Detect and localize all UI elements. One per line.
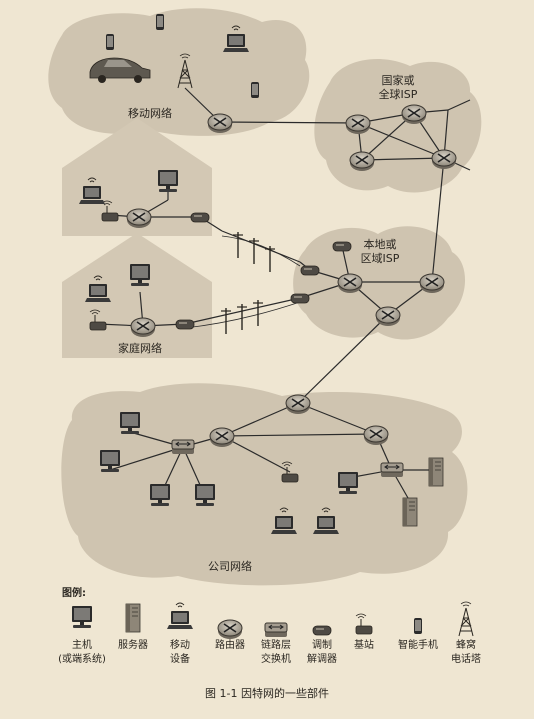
legend-mobile-label-line2: 设备 xyxy=(170,652,190,665)
modem-icon xyxy=(290,293,310,304)
legend-title: 图例: xyxy=(62,586,86,599)
legend-base-station-icon xyxy=(355,613,373,635)
utility-pole-icon xyxy=(264,245,276,273)
local-isp-label-line1: 本地或 xyxy=(364,237,397,251)
legend: 图例: 主机 (或端系统) 服务器 移动 设备 路由器 链路层 交换机 调制 解… xyxy=(58,586,481,665)
legend-mobile-label-line1: 移动 xyxy=(170,638,190,651)
home-house-upper xyxy=(62,118,212,236)
legend-server-label: 服务器 xyxy=(118,638,148,651)
national-isp-label-line2: 全球ISP xyxy=(379,87,418,101)
modem-icon xyxy=(190,212,210,223)
router-icon xyxy=(349,151,375,172)
figure-caption: 图 1-1 因特网的一些部件 xyxy=(205,686,329,700)
legend-modem-label-line2: 解调器 xyxy=(307,652,337,665)
legend-modem-icon xyxy=(312,625,332,636)
enterprise-network-label: 公司网络 xyxy=(208,559,252,573)
router-icon xyxy=(363,425,389,446)
legend-host-label-line1: 主机 xyxy=(72,638,92,651)
smartphone-icon xyxy=(156,14,164,30)
link-layer-switch-icon xyxy=(171,439,195,455)
legend-switch-icon xyxy=(264,622,288,638)
home-house-lower xyxy=(62,233,212,358)
router-icon xyxy=(401,104,427,125)
server-icon xyxy=(402,497,418,527)
national-isp-label-line1: 国家或 xyxy=(382,73,415,87)
router-icon xyxy=(207,113,233,134)
legend-router-label: 路由器 xyxy=(215,638,245,651)
legend-host-label-line2: (或端系统) xyxy=(58,652,106,665)
router-icon xyxy=(126,208,152,229)
router-icon xyxy=(337,273,363,294)
smartphone-icon xyxy=(106,34,114,50)
legend-router-icon xyxy=(217,619,243,640)
car-icon xyxy=(89,57,151,83)
router-icon xyxy=(431,149,457,170)
server-icon xyxy=(428,457,444,487)
router-icon xyxy=(130,317,156,338)
legend-switch-label-line1: 链路层 xyxy=(261,638,291,651)
legend-modem-label-line1: 调制 xyxy=(312,638,332,651)
legend-host-icon xyxy=(72,606,92,628)
smartphone-icon xyxy=(251,82,259,98)
local-isp-label-line2: 区域ISP xyxy=(361,252,400,265)
legend-cell-tower-icon xyxy=(458,601,474,637)
home-network-label: 家庭网络 xyxy=(118,341,162,355)
utility-pole-icon xyxy=(252,299,264,327)
modem-icon xyxy=(300,265,320,276)
modem-icon xyxy=(175,319,195,330)
modem-icon xyxy=(332,241,352,252)
router-icon xyxy=(419,273,445,294)
router-icon xyxy=(345,114,371,135)
legend-mobile-device-icon xyxy=(167,603,193,629)
legend-base-station-label: 基站 xyxy=(354,638,374,651)
router-icon xyxy=(375,306,401,327)
legend-tower-label-line2: 电话塔 xyxy=(451,652,481,665)
router-icon xyxy=(285,394,311,415)
legend-server-icon xyxy=(125,603,141,633)
mobile-network-cloud xyxy=(48,8,310,136)
utility-pole-icon xyxy=(236,303,248,331)
legend-smartphone-icon xyxy=(414,618,422,634)
legend-switch-label-line2: 交换机 xyxy=(261,652,291,665)
router-icon xyxy=(209,427,235,448)
link-layer-switch-icon xyxy=(380,462,404,478)
mobile-network-label: 移动网络 xyxy=(128,106,172,120)
telephone-wires xyxy=(184,235,301,329)
legend-tower-label-line1: 蜂窝 xyxy=(456,638,476,651)
legend-smartphone-label: 智能手机 xyxy=(398,638,438,651)
local-isp-cloud xyxy=(293,226,466,340)
